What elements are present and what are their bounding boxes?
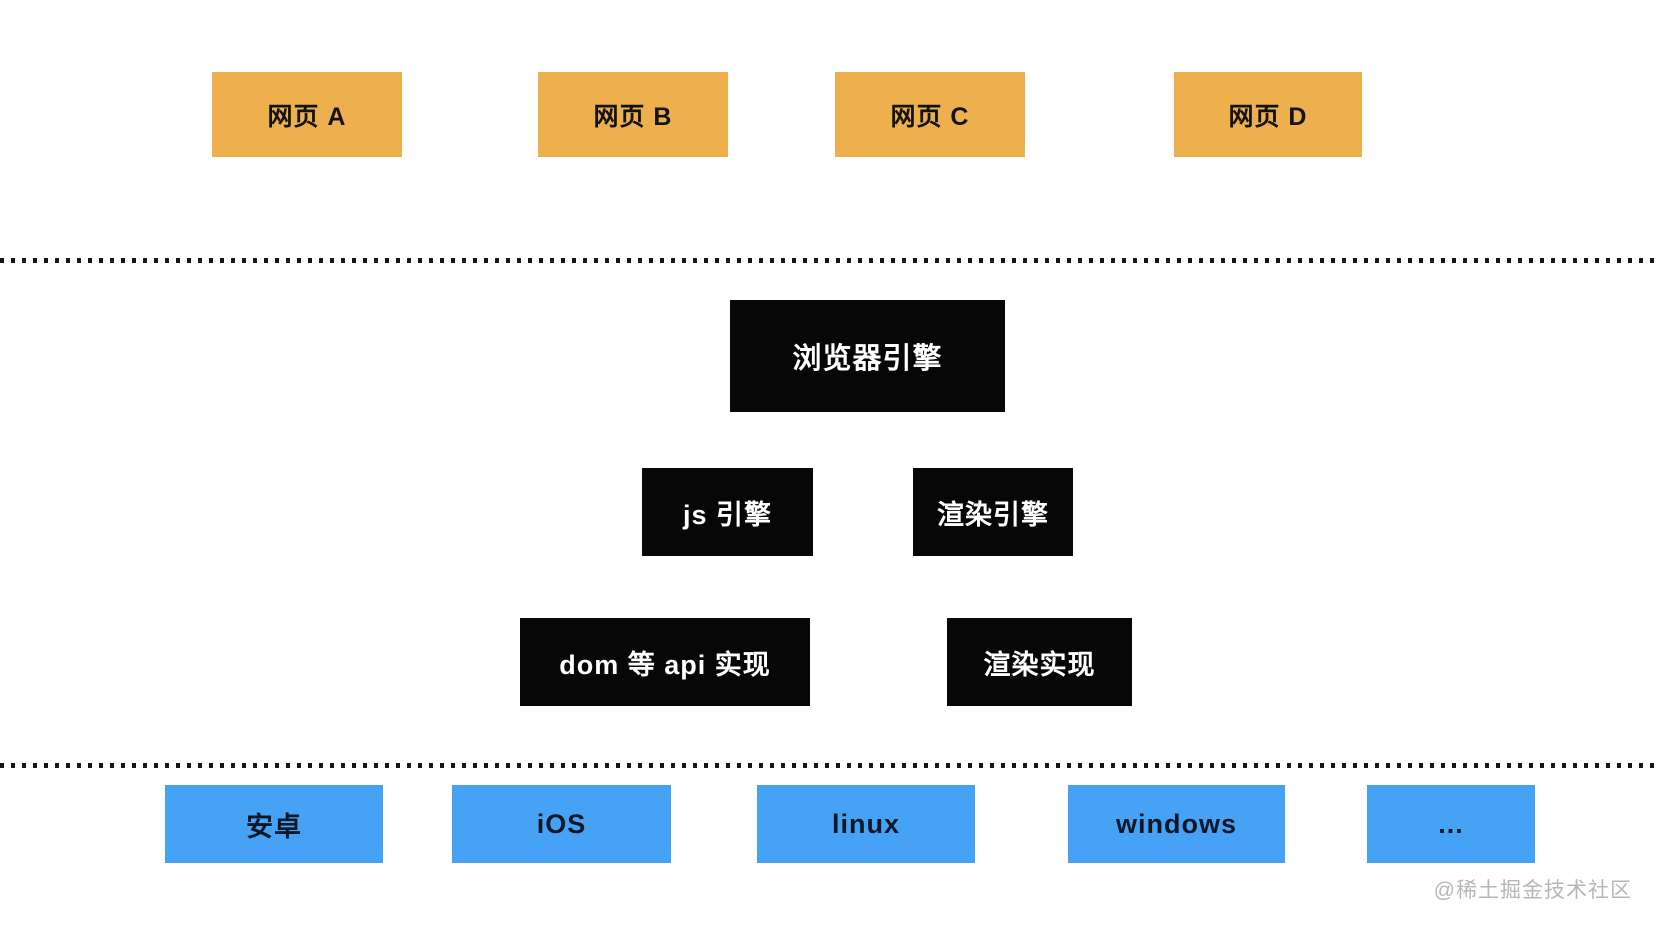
web-page-a-box: 网页 A xyxy=(212,72,402,157)
watermark-text: @稀土掘金技术社区 xyxy=(1433,879,1632,902)
web-page-b-box: 网页 B xyxy=(538,72,728,157)
render-implementation-box: 渲染实现 xyxy=(947,618,1132,706)
dotted-separator-top xyxy=(0,258,1656,263)
platform-android-box: 安卓 xyxy=(165,785,383,863)
browser-engine-box: 浏览器引擎 xyxy=(730,300,1005,412)
js-engine-box: js 引擎 xyxy=(642,468,813,556)
web-page-d-box: 网页 D xyxy=(1174,72,1362,157)
platform-ios-box: iOS xyxy=(452,785,671,863)
platform-more-box: ... xyxy=(1367,785,1535,863)
dotted-separator-bottom xyxy=(0,763,1656,768)
web-page-c-box: 网页 C xyxy=(835,72,1025,157)
dom-api-implementation-box: dom 等 api 实现 xyxy=(520,618,810,706)
render-engine-box: 渲染引擎 xyxy=(913,468,1073,556)
platform-windows-box: windows xyxy=(1068,785,1285,863)
platform-linux-box: linux xyxy=(757,785,975,863)
